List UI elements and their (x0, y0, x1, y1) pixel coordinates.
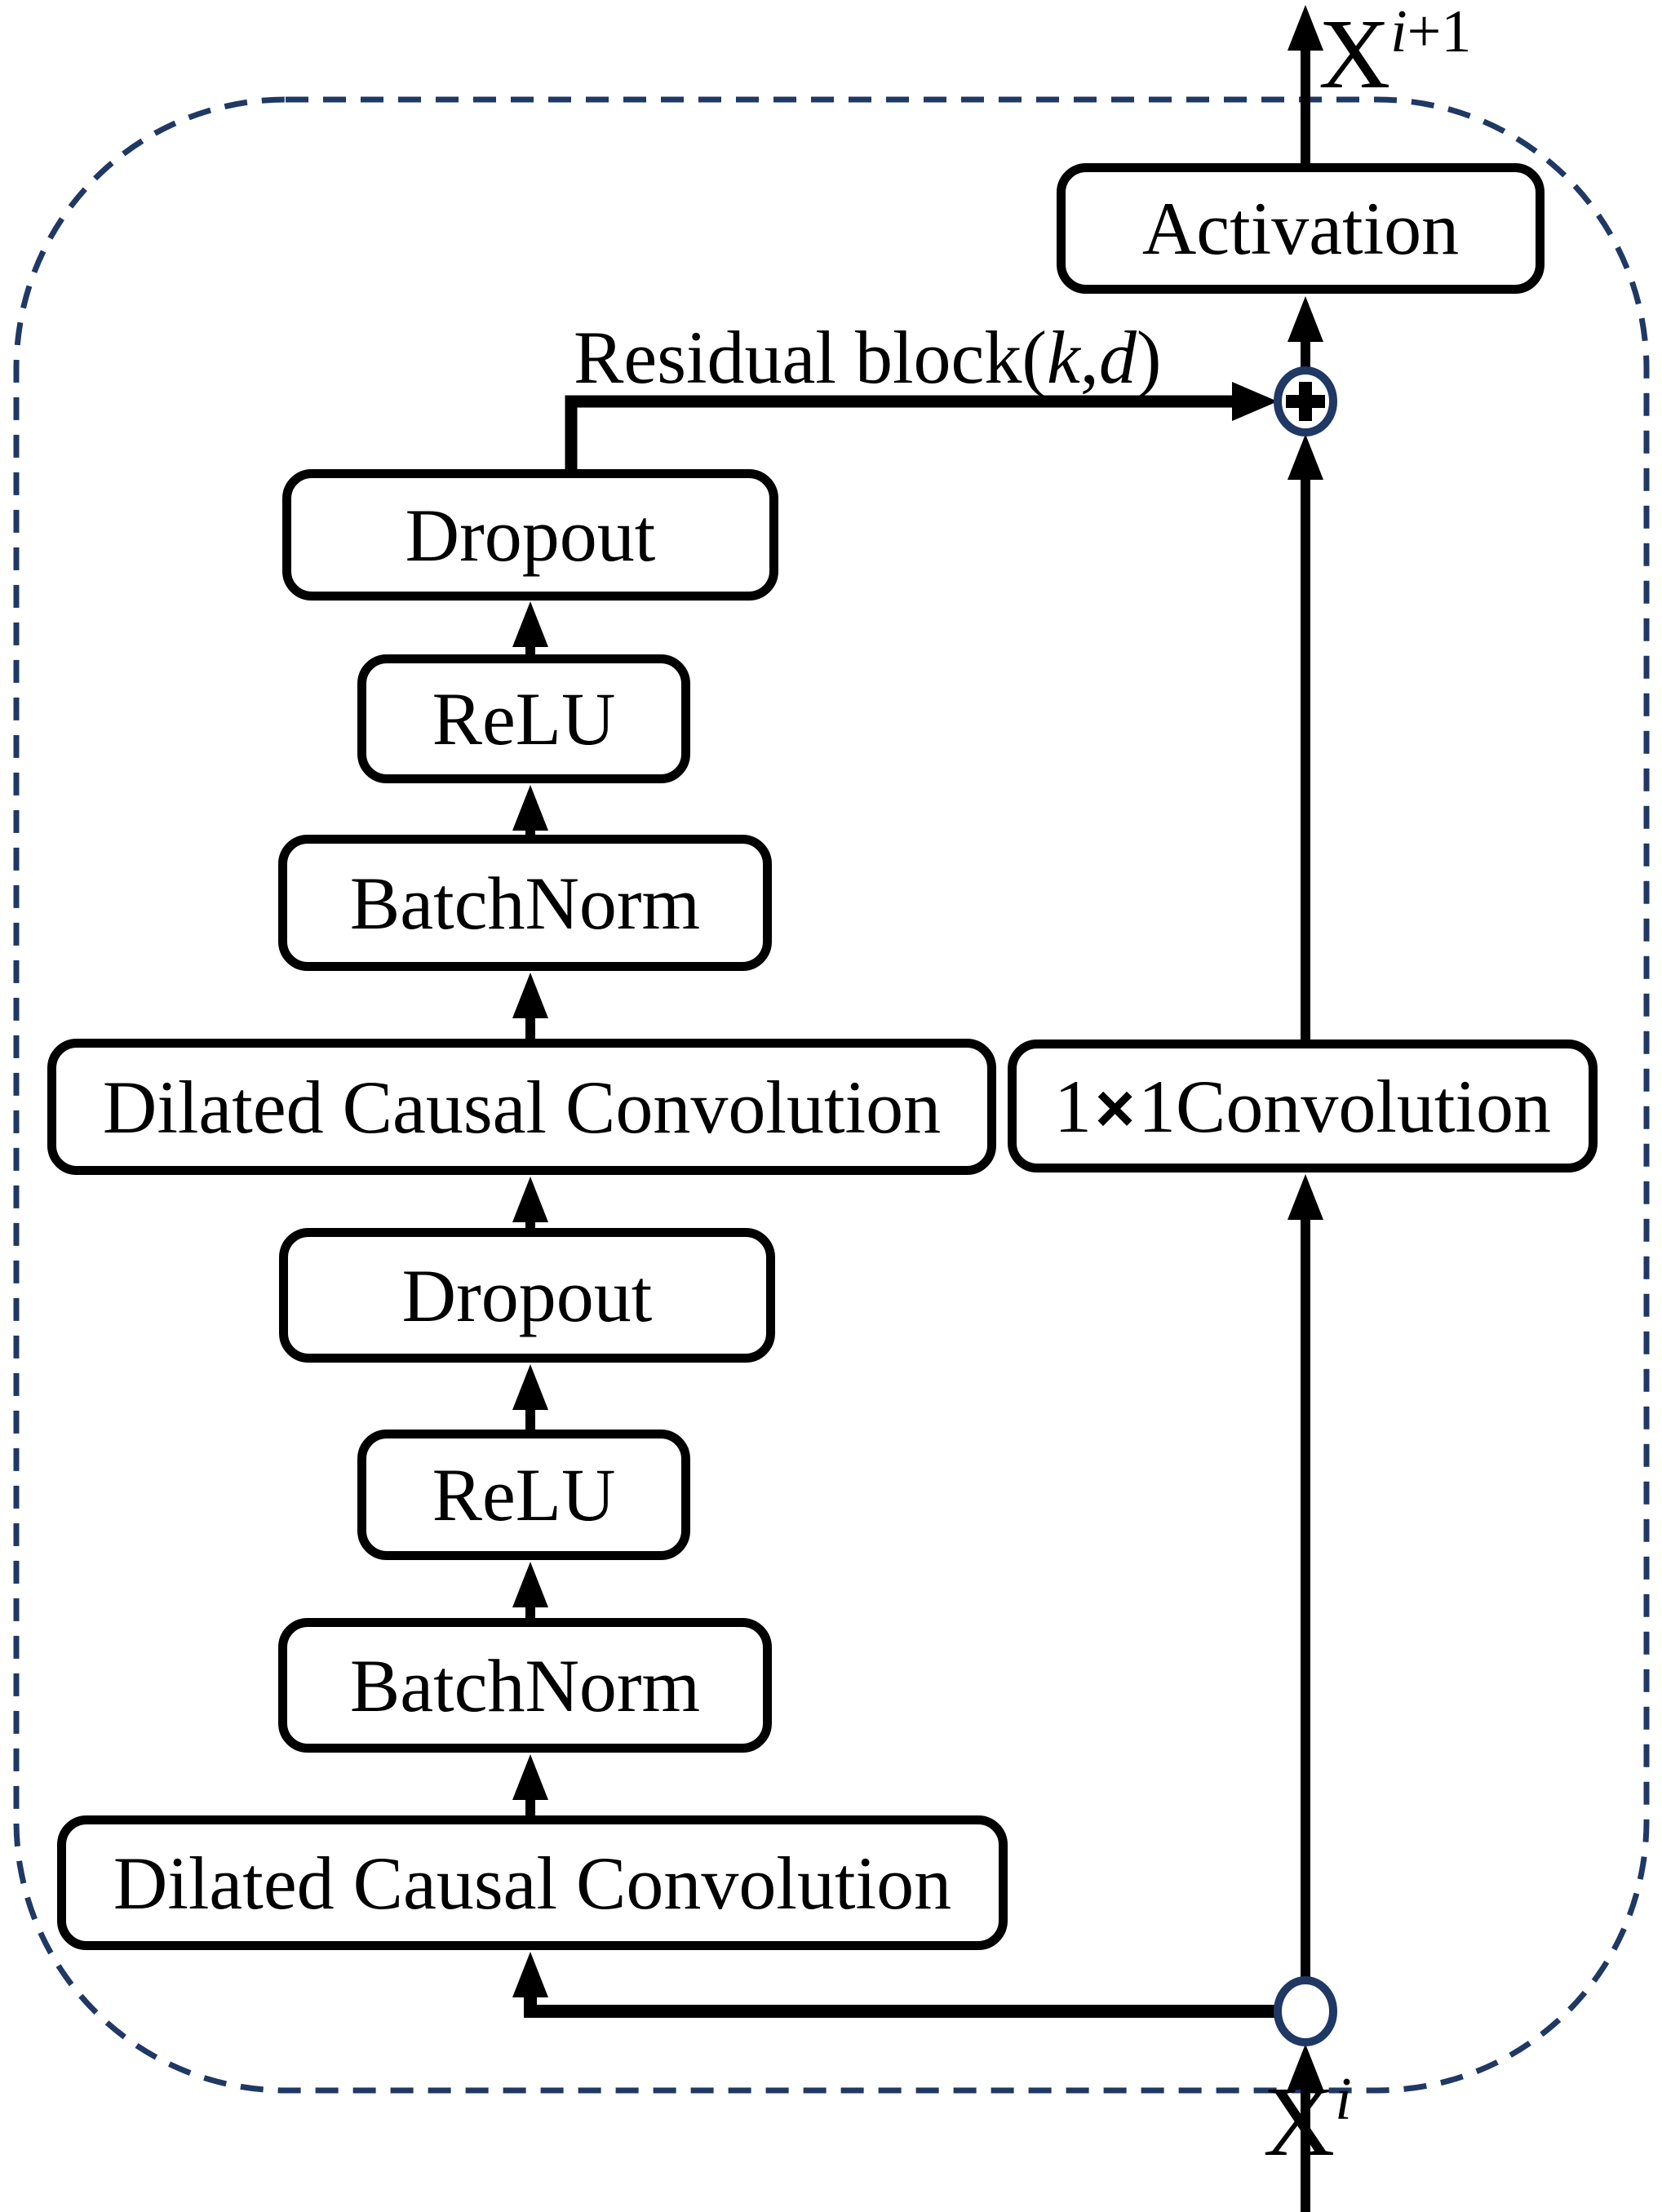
input-tensor-label: Xi (1263, 2066, 1352, 2177)
bn-upper-to-relu-upper-head (512, 785, 548, 831)
dropout-lower-to-dcc-upper-head (512, 1177, 548, 1222)
activation-label: Activation (1141, 187, 1460, 270)
dilated-causal-convolution-upper-box: Dilated Causal Convolution (47, 1039, 996, 1175)
dropout-lower-label: Dropout (401, 1253, 653, 1337)
residual-elbow-line (565, 395, 1235, 473)
dilated-causal-convolution-upper-label: Dilated Causal Convolution (102, 1065, 942, 1149)
split-node-icon (1274, 1976, 1337, 2046)
dcc-upper-to-bn-upper-head (512, 973, 548, 1018)
relu-upper-label: ReLU (432, 677, 616, 760)
relu-upper-box: ReLU (357, 654, 690, 783)
bn-lower-to-relu-lower-head (512, 1562, 548, 1607)
conv1x1-box: 1×1Convolution (1008, 1040, 1598, 1172)
input-branch-elbow-line (524, 1996, 1278, 2018)
residual-elbow-head (1232, 382, 1278, 421)
relu-lower-box: ReLU (357, 1430, 690, 1560)
dcc-lower-to-bn-lower-head (512, 1754, 548, 1800)
residual-block-caption: Residual block(k,d) (574, 316, 1162, 399)
relu-upper-to-dropout-upper-head (512, 601, 548, 647)
add-to-activation-head (1287, 296, 1323, 342)
input-branch-elbow-head (512, 1952, 548, 1997)
conv1x1-label: 1×1Convolution (1053, 1064, 1552, 1148)
dilated-causal-convolution-lower-label: Dilated Causal Convolution (113, 1841, 952, 1925)
dropout-upper-box: Dropout (282, 469, 778, 601)
batchnorm-lower-box: BatchNorm (278, 1618, 772, 1753)
dropout-lower-box: Dropout (279, 1228, 775, 1363)
activation-box: Activation (1057, 163, 1545, 294)
multiply-sign: × (1094, 1069, 1135, 1146)
dropout-upper-label: Dropout (405, 493, 656, 577)
batchnorm-upper-label: BatchNorm (349, 861, 701, 945)
split-to-conv1x1-head (1287, 1174, 1323, 1220)
conv1x1-to-add-head (1287, 434, 1323, 480)
output-arrow-head (1287, 5, 1323, 51)
dilated-causal-convolution-lower-box: Dilated Causal Convolution (57, 1815, 1008, 1950)
output-tensor-label: Xi+1 (1319, 0, 1472, 109)
relu-lower-label: ReLU (432, 1453, 616, 1536)
batchnorm-lower-label: BatchNorm (349, 1643, 701, 1727)
relu-lower-to-dropout-lower-head (512, 1364, 548, 1410)
batchnorm-upper-box: BatchNorm (278, 835, 772, 971)
residual-block-dashed-border (13, 96, 1650, 2094)
input-arrow-head (1287, 2044, 1323, 2090)
